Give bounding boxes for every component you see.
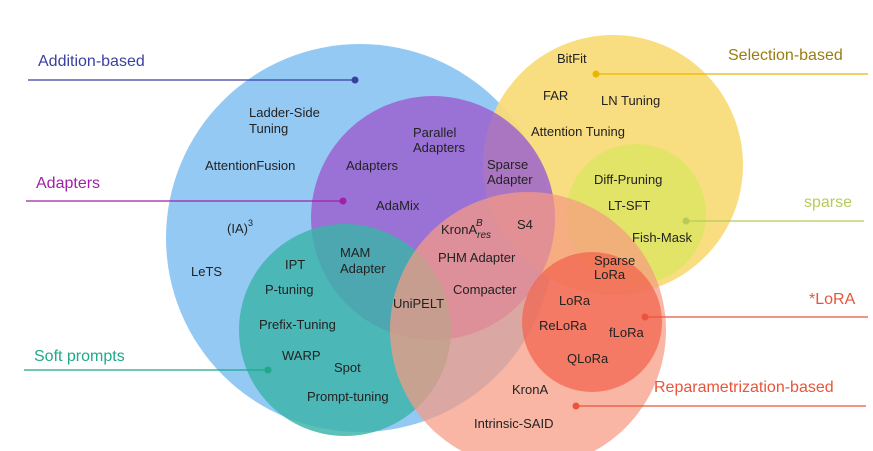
- method-label: PHM Adapter: [438, 250, 516, 265]
- leader-dot-addition-based: [351, 76, 359, 84]
- method-label-text: (IA): [227, 221, 248, 236]
- method-label: Attention Tuning: [531, 124, 625, 139]
- superscript: 3: [248, 218, 253, 228]
- method-label: LeTS: [191, 264, 222, 279]
- method-label: Adapters: [413, 140, 466, 155]
- category-label-soft-prompts: Soft prompts: [34, 348, 125, 365]
- method-label: LoRa: [559, 293, 591, 308]
- leader-dot-sparse: [682, 217, 690, 225]
- category-label-addition-based: Addition-based: [38, 53, 145, 70]
- category-label-reparametrization-based: Reparametrization-based: [654, 379, 834, 396]
- method-label: Diff-Pruning: [594, 172, 662, 187]
- method-label: Fish-Mask: [632, 230, 692, 245]
- superscript: B: [476, 218, 483, 229]
- method-label: WARP: [282, 348, 321, 363]
- method-label: Prefix-Tuning: [259, 317, 336, 332]
- leader-dot-adapters: [339, 197, 347, 205]
- method-label: Spot: [334, 360, 361, 375]
- method-label: AdaMix: [376, 198, 420, 213]
- method-label: Sparse: [487, 157, 528, 172]
- method-label: KronA: [512, 382, 548, 397]
- method-label: IPT: [285, 257, 305, 272]
- method-label: BitFit: [557, 51, 587, 66]
- method-label: MAM: [340, 245, 370, 260]
- method-label: Adapter: [487, 172, 533, 187]
- method-label: FAR: [543, 88, 568, 103]
- method-label: P-tuning: [265, 282, 313, 297]
- category-label-selection-based: Selection-based: [728, 47, 843, 64]
- circle-soft-prompts: [239, 224, 451, 436]
- method-label: fLoRa: [609, 325, 644, 340]
- method-label: UniPELT: [393, 296, 444, 311]
- subscript: res: [477, 230, 491, 241]
- category-label-sparse: sparse: [804, 194, 852, 211]
- leader-dot-selection-based: [592, 70, 600, 78]
- method-label: Intrinsic-SAID: [474, 416, 553, 431]
- method-label: QLoRa: [567, 351, 609, 366]
- method-label: Parallel: [413, 125, 456, 140]
- method-label: AttentionFusion: [205, 158, 295, 173]
- method-label: Compacter: [453, 282, 517, 297]
- method-label: S4: [517, 217, 533, 232]
- method-label-ia3: (IA)3: [227, 218, 253, 236]
- circle-lora: [522, 252, 662, 392]
- method-label: Adapter: [340, 261, 386, 276]
- category-label-lora: *LoRA: [809, 291, 856, 308]
- method-label: Adapters: [346, 158, 399, 173]
- method-label: LoRa: [594, 267, 626, 282]
- leader-dot-lora: [641, 313, 649, 321]
- leader-dot-soft-prompts: [264, 366, 272, 374]
- method-label: Prompt-tuning: [307, 389, 389, 404]
- method-label: ReLoRa: [539, 318, 587, 333]
- method-label-text: KronA: [441, 222, 477, 237]
- method-label: LT-SFT: [608, 198, 650, 213]
- method-label-krona-res: KronAresB: [441, 218, 491, 241]
- method-label: Sparse: [594, 253, 635, 268]
- method-label: LN Tuning: [601, 93, 660, 108]
- leader-dot-reparametrization-based: [572, 402, 580, 410]
- method-label: Ladder-Side: [249, 105, 320, 120]
- method-label: Tuning: [249, 121, 288, 136]
- category-label-adapters: Adapters: [36, 175, 100, 192]
